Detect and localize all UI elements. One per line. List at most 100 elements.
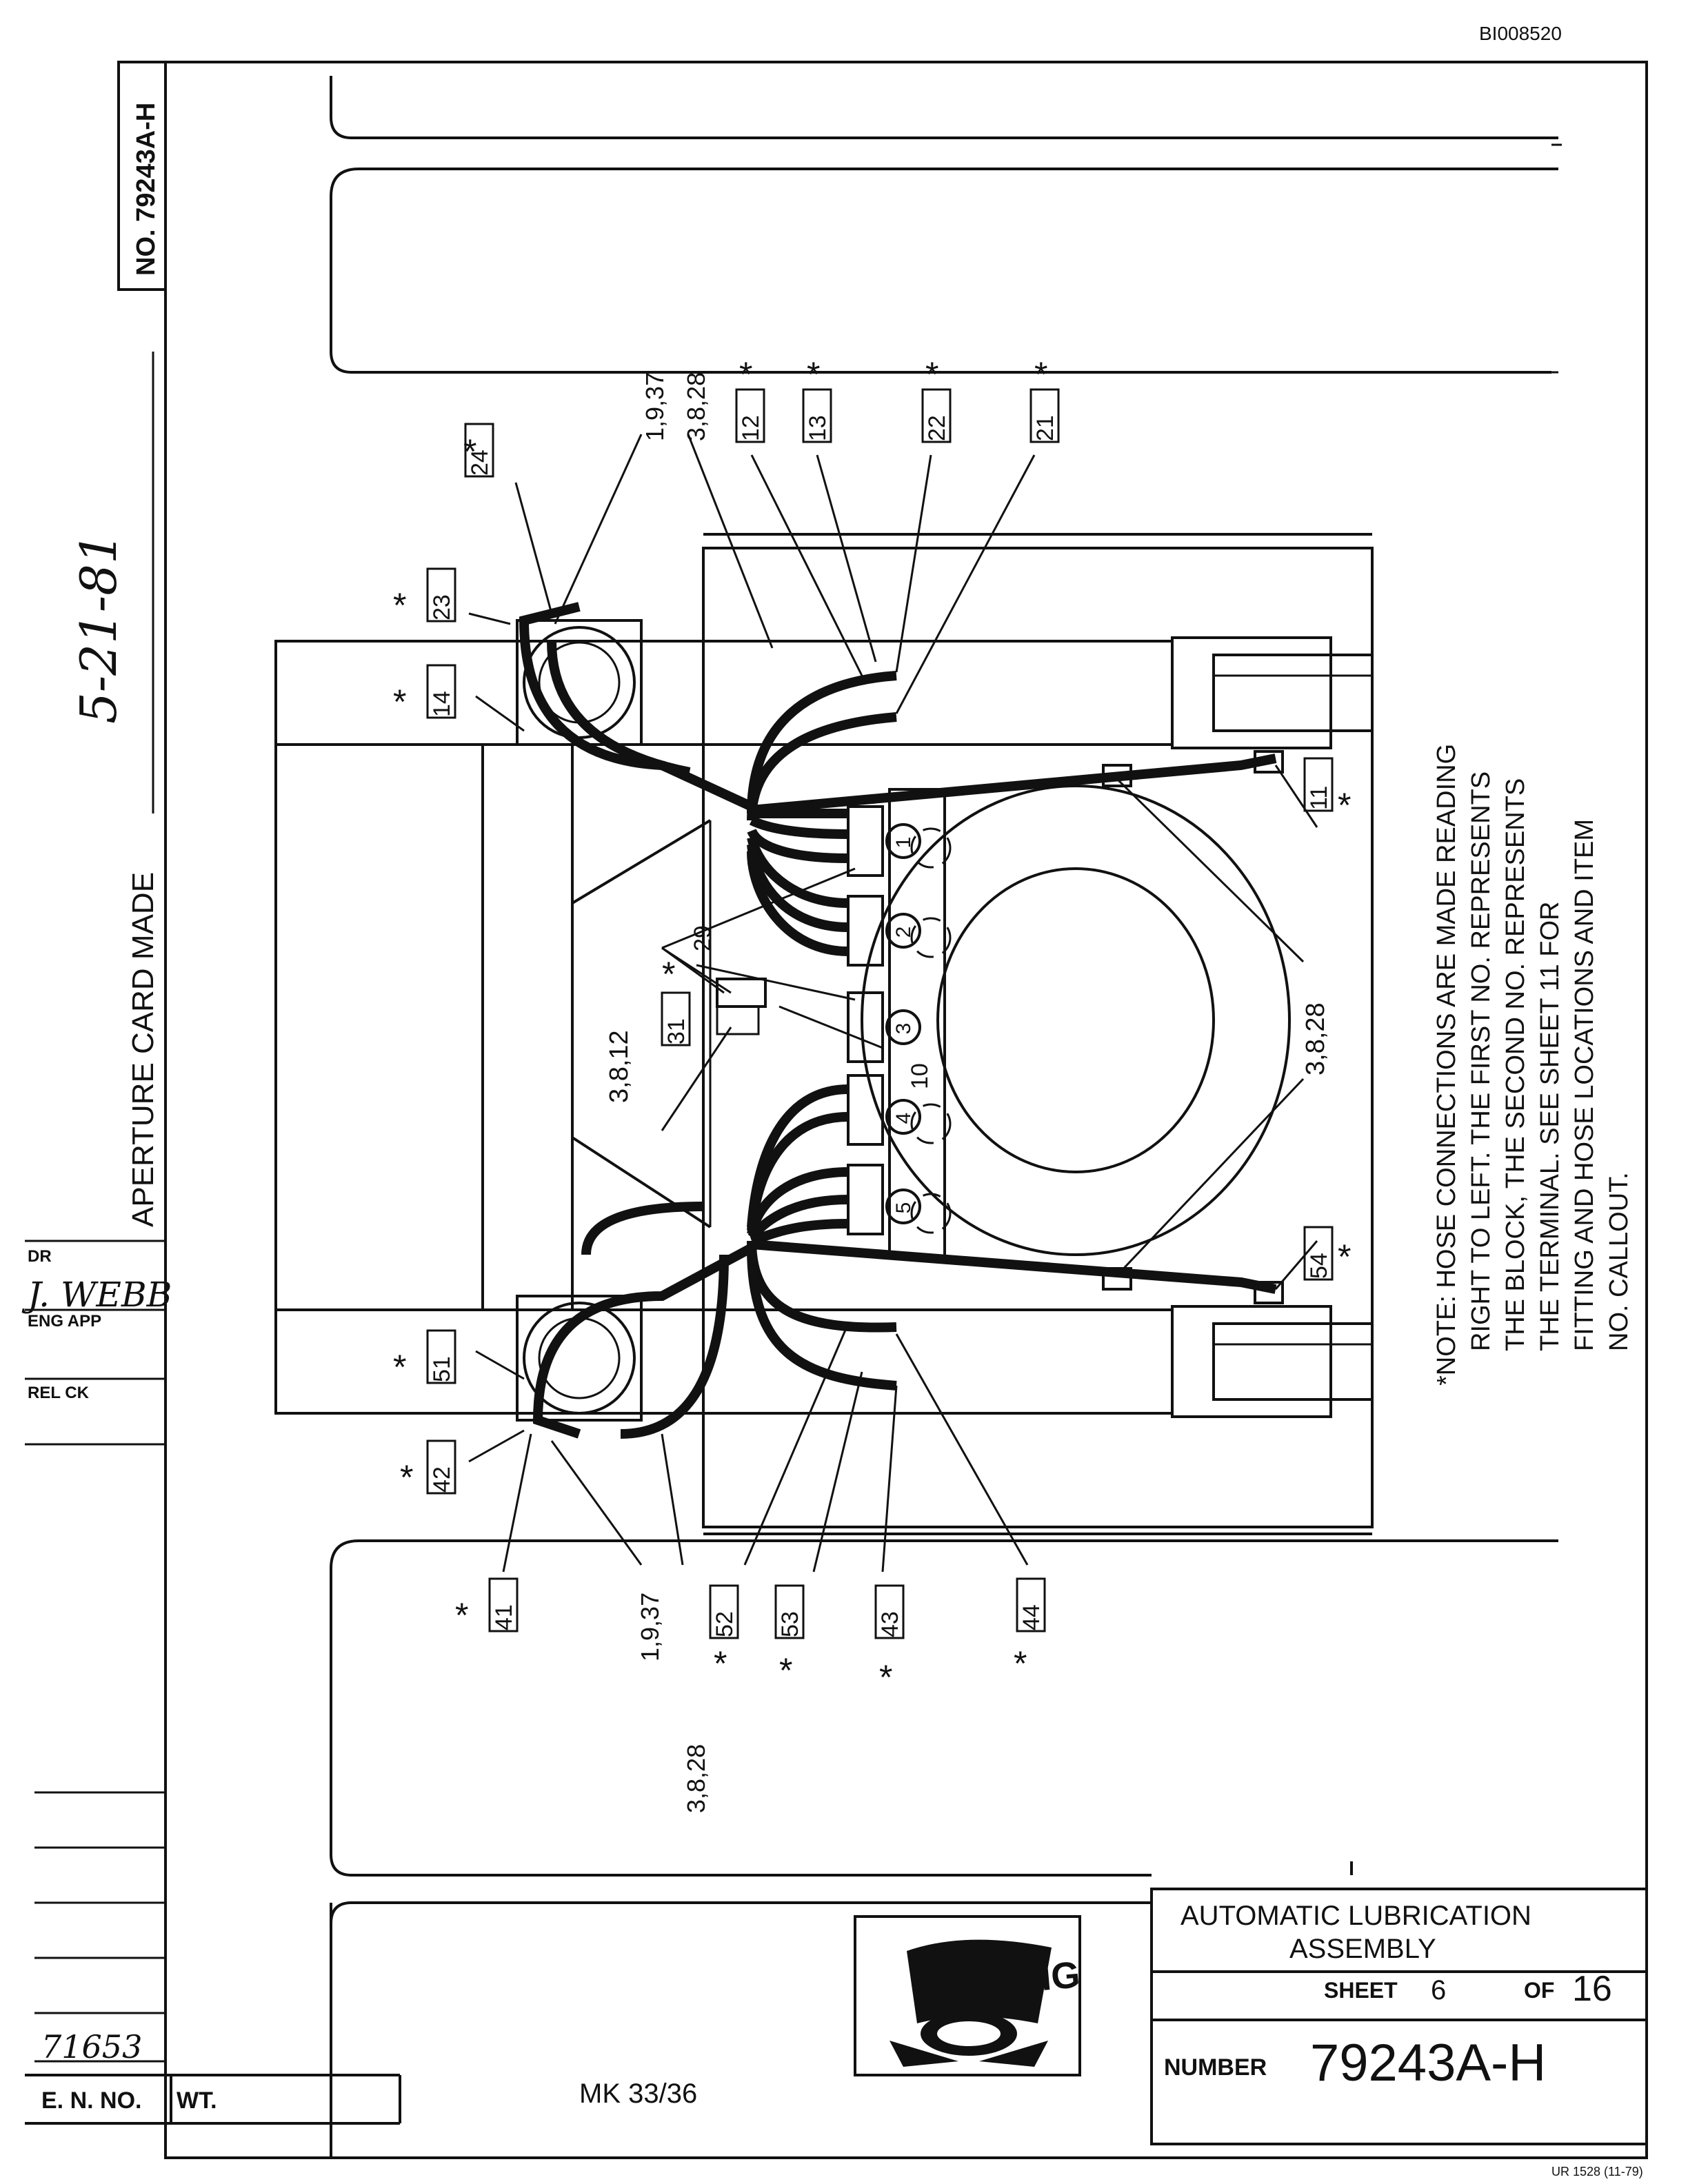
signoff-dr-name: J. WEBB — [21, 1275, 172, 1315]
aperture-card-date: 5-21-81 — [70, 532, 128, 724]
drawing-number-tab-text: NO. 79243A-H — [132, 103, 161, 276]
ref-1-9-37-bottom: 1,9,37 — [636, 1593, 664, 1661]
svg-text:*: * — [1014, 1644, 1027, 1683]
svg-text:14: 14 — [429, 691, 455, 717]
sheet-border — [164, 61, 1648, 2159]
block-5-marker: 5 — [885, 1189, 952, 1234]
hose-connection-note: *NOTE: HOSE CONNECTIONS ARE MADE READING… — [1432, 744, 1634, 1386]
svg-text:*: * — [779, 1651, 792, 1690]
svg-text:12: 12 — [738, 415, 764, 441]
note-line-4: THE TERMINAL. SEE SHEET 11 FOR — [1536, 902, 1565, 1352]
svg-text:*: * — [1034, 355, 1047, 394]
svg-text:44: 44 — [1018, 1604, 1045, 1630]
wt-label: WT. — [177, 2087, 217, 2114]
svg-text:21: 21 — [1032, 415, 1058, 441]
ref-10: 10 — [907, 1063, 933, 1089]
callout-22: * 22 — [921, 355, 952, 443]
svg-text:3: 3 — [892, 1023, 915, 1035]
svg-text:*: * — [400, 1458, 413, 1497]
title-line-1: AUTOMATIC LUBRICATION — [1180, 1901, 1531, 1931]
svg-text:5: 5 — [892, 1202, 915, 1214]
svg-text:1: 1 — [892, 837, 915, 849]
signoff-rel-ck-label: REL CK — [28, 1384, 90, 1402]
svg-text:43: 43 — [877, 1611, 903, 1637]
hose-bundle-top — [519, 602, 1277, 956]
of-label: OF — [1524, 1978, 1554, 2003]
callout-13: * 13 — [802, 355, 832, 443]
svg-text:11: 11 — [1306, 786, 1332, 810]
note-line-5: FITTING AND HOSE LOCATIONS AND ITEM — [1570, 819, 1599, 1351]
svg-text:*: * — [714, 1644, 727, 1683]
svg-text:*: * — [1338, 1237, 1351, 1276]
svg-text:*: * — [463, 432, 476, 471]
cylinder-top — [1171, 636, 1374, 749]
svg-text:23: 23 — [429, 594, 455, 620]
callout-51: * 51 — [393, 1329, 456, 1386]
note-line-1: *NOTE: HOSE CONNECTIONS ARE MADE READING — [1432, 744, 1461, 1386]
sheet-label: SHEET — [1324, 1978, 1398, 2003]
number-value: 79243A-H — [1310, 2034, 1546, 2092]
differential-housing — [861, 785, 1291, 1256]
callout-54: 54 * — [1303, 1226, 1351, 1281]
svg-text:*: * — [455, 1596, 468, 1635]
block-4-marker: 4 — [885, 1099, 952, 1144]
callout-12: * 12 — [735, 355, 765, 443]
svg-text:*: * — [393, 586, 406, 625]
frame-outline — [330, 76, 1562, 2158]
callout-52: 52 * — [709, 1584, 739, 1683]
sheet-value: 6 — [1431, 1975, 1446, 2005]
svg-text:13: 13 — [805, 415, 831, 441]
note-line-6: NO. CALLOUT. — [1605, 1172, 1634, 1351]
signoff-dr-label: DR — [28, 1247, 52, 1266]
svg-text:54: 54 — [1306, 1253, 1332, 1279]
document-id: BI008520 — [1479, 23, 1562, 44]
callout-14: * 14 — [393, 664, 456, 721]
drawing-number-tab — [117, 61, 167, 291]
svg-text:*: * — [807, 355, 820, 394]
hose-clamps — [716, 750, 1284, 1304]
aperture-card-label: APERTURE CARD MADE — [126, 872, 160, 1227]
ref-3-8-28-top: 3,8,28 — [682, 372, 710, 441]
svg-text:*: * — [879, 1658, 892, 1697]
svg-text:*: * — [393, 1348, 406, 1386]
block-3-marker: 3 — [885, 1009, 921, 1045]
svg-text:31: 31 — [663, 1018, 690, 1044]
number-label: NUMBER — [1164, 2054, 1267, 2081]
note-line-2: RIGHT TO LEFT. THE FIRST NO. REPRESENTS — [1467, 771, 1496, 1351]
svg-text:*: * — [739, 355, 752, 394]
form-number: UR 1528 (11-79) — [1551, 2165, 1643, 2178]
callout-21: * 21 — [1029, 355, 1060, 443]
ref-1-9-37-top: 1,9,37 — [641, 372, 669, 441]
svg-text:52: 52 — [712, 1611, 738, 1637]
cylinder-bottom — [1171, 1305, 1374, 1418]
ref-3-8-28-right: 3,8,28 — [1301, 1002, 1330, 1075]
block-1-marker: 1 — [885, 823, 952, 869]
ref-29: 29 — [690, 925, 716, 951]
en-no-value: 71653 — [41, 2028, 142, 2065]
svg-text:42: 42 — [429, 1466, 455, 1493]
svg-text:4: 4 — [892, 1113, 915, 1124]
signoff-eng-app-label: ENG APP — [28, 1312, 101, 1331]
block-2-marker: 2 — [885, 913, 952, 958]
note-line-3: THE BLOCK, THE SECOND NO. REPRESENTS — [1501, 778, 1530, 1351]
svg-text:22: 22 — [924, 415, 950, 441]
svg-text:*: * — [662, 955, 675, 993]
svg-text:24: 24 — [467, 449, 493, 476]
leader-lines — [468, 434, 1318, 1573]
callout-53: 53 * — [774, 1584, 805, 1690]
svg-text:2: 2 — [892, 927, 915, 938]
svg-text:*: * — [1338, 786, 1351, 825]
callout-11: 11 * — [1303, 757, 1351, 825]
svg-text:41: 41 — [491, 1604, 517, 1630]
svg-text:*: * — [925, 355, 938, 394]
title-block — [1150, 1888, 1648, 2145]
svg-text:51: 51 — [429, 1356, 455, 1382]
callout-31: 31 * — [661, 955, 691, 1046]
svg-text:*: * — [393, 682, 406, 721]
callout-42: * 42 — [400, 1439, 456, 1497]
unit-rig-logo: UNIT RIG — [854, 1915, 1082, 2076]
callout-43: 43 * — [874, 1584, 905, 1697]
ref-3-8-12: 3,8,12 — [605, 1030, 634, 1103]
callout-24: * 24 — [463, 423, 494, 478]
